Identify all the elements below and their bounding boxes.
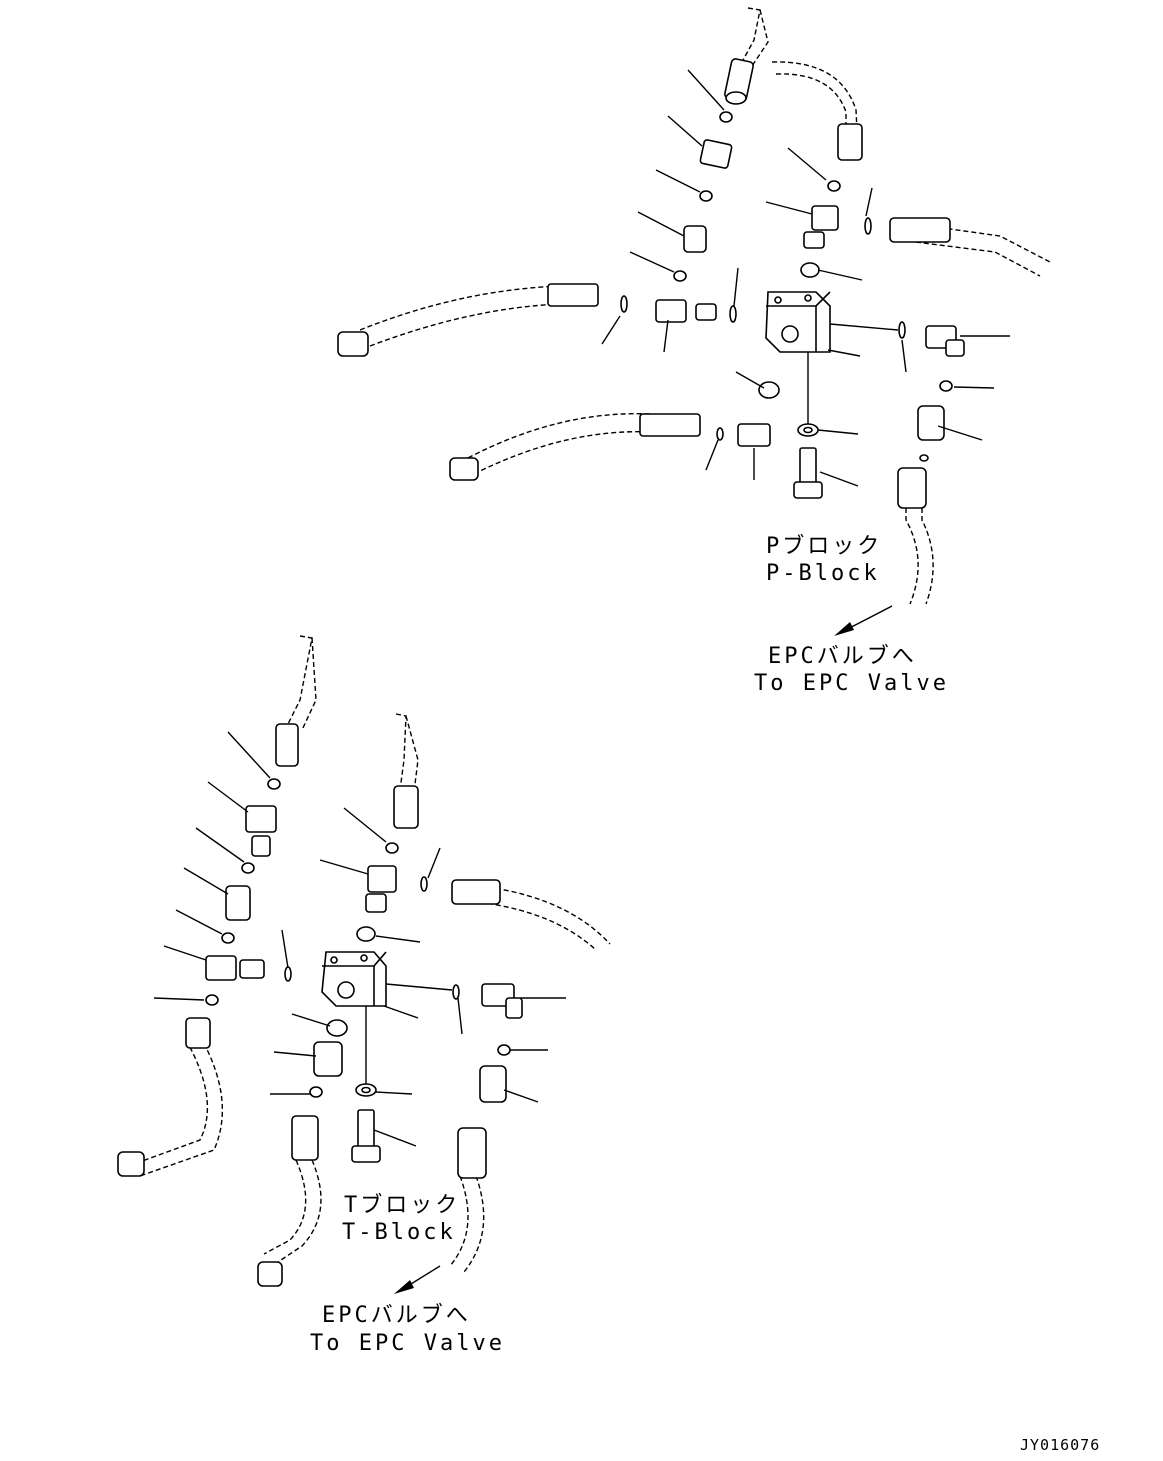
p-block-dest-en: To EPC Valve (754, 671, 949, 696)
t-hose-to-epc (394, 1127, 487, 1294)
p-hose-right (889, 217, 1051, 277)
t-hose-left (117, 1017, 223, 1177)
p-block-label-jp: Pブロック (766, 534, 882, 559)
p-hose-top-right (771, 61, 863, 161)
t-hose-right (451, 879, 611, 951)
t-block-dest-en: To EPC Valve (310, 1331, 505, 1356)
t-hose-bottom-left (257, 1115, 322, 1287)
p-block-body (765, 291, 831, 353)
t-block-assembly (117, 635, 611, 1294)
t-block-dest-jp: EPCバルブへ (322, 1303, 471, 1328)
p-hose-left (337, 283, 599, 357)
t-hose-top-center (393, 713, 419, 829)
p-block-dest-jp: EPCバルブへ (768, 644, 917, 669)
t-hose-top-left (275, 635, 317, 767)
drawing-code: JY016076 (1020, 1436, 1100, 1454)
t-block-label-jp: Tブロック (344, 1193, 460, 1218)
p-block-label-en: P-Block (766, 561, 880, 586)
t-block-body (321, 951, 387, 1007)
p-block-assembly (337, 7, 1051, 636)
p-hose-to-epc (834, 467, 934, 636)
p-hose-lower-left (449, 412, 701, 481)
p-hose-top-left (724, 7, 769, 105)
t-block-label-en: T-Block (342, 1220, 456, 1245)
